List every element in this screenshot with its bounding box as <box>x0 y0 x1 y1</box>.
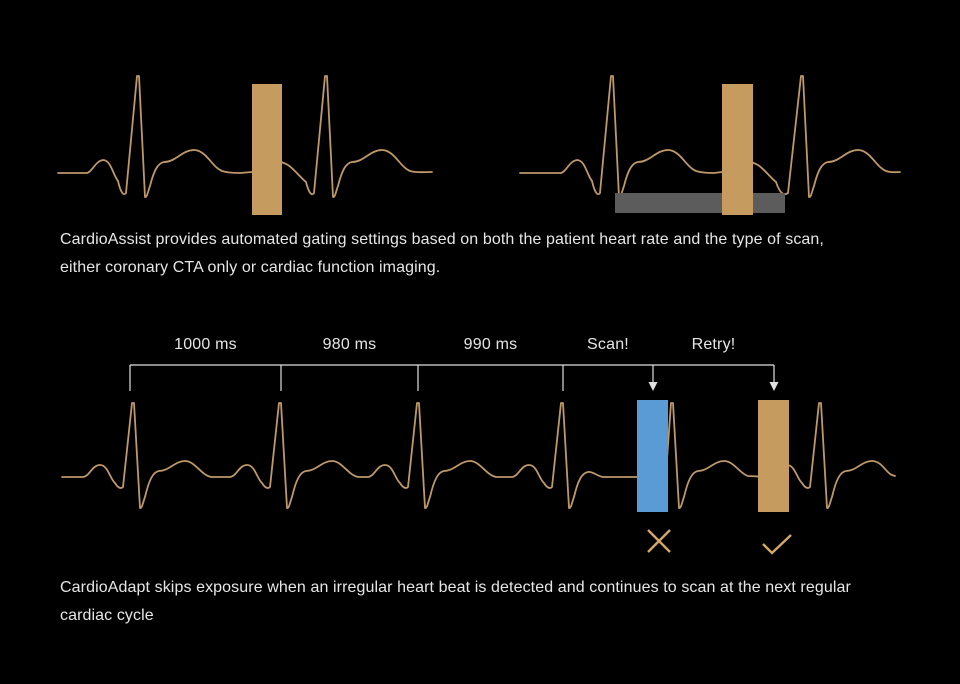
cardioadapt-caption-line2: cardiac cycle <box>60 607 154 624</box>
retry-arrow <box>769 365 779 391</box>
cross-icon <box>647 529 671 553</box>
check-icon <box>762 534 792 555</box>
cardioassist-caption-line1: CardioAssist provides automated gating s… <box>60 231 824 248</box>
timeline-label-980ms: 980 ms <box>322 336 377 353</box>
gating-window-bar-right <box>722 84 753 215</box>
timeline-label-scan: Scan! <box>587 336 629 353</box>
scan-arrow <box>648 365 658 391</box>
skipped-scan-bar <box>637 400 668 512</box>
timeline-label-1000ms: 1000 ms <box>174 336 237 353</box>
timeline-label-retry: Retry! <box>691 336 736 353</box>
timeline-label-990ms: 990 ms <box>463 336 518 353</box>
cardioadapt-caption-line1: CardioAdapt skips exposure when an irreg… <box>60 579 851 596</box>
cardioassist-caption-line2: either coronary CTA only or cardiac func… <box>60 259 441 276</box>
cardioassist-panel-right <box>519 75 901 215</box>
cardioassist-panel-left <box>57 75 433 215</box>
cardioassist-caption: CardioAssist provides automated gating s… <box>60 226 940 282</box>
ecg-trace-right <box>519 75 901 198</box>
cardioadapt-caption: CardioAdapt skips exposure when an irreg… <box>60 574 940 630</box>
cardioadapt-panel <box>61 400 896 555</box>
exposure-window-bar <box>615 193 785 213</box>
timeline-bracket <box>129 364 779 391</box>
ecg-trace-left <box>57 75 433 198</box>
retry-scan-bar <box>758 400 789 512</box>
gating-window-bar-left <box>252 84 282 215</box>
